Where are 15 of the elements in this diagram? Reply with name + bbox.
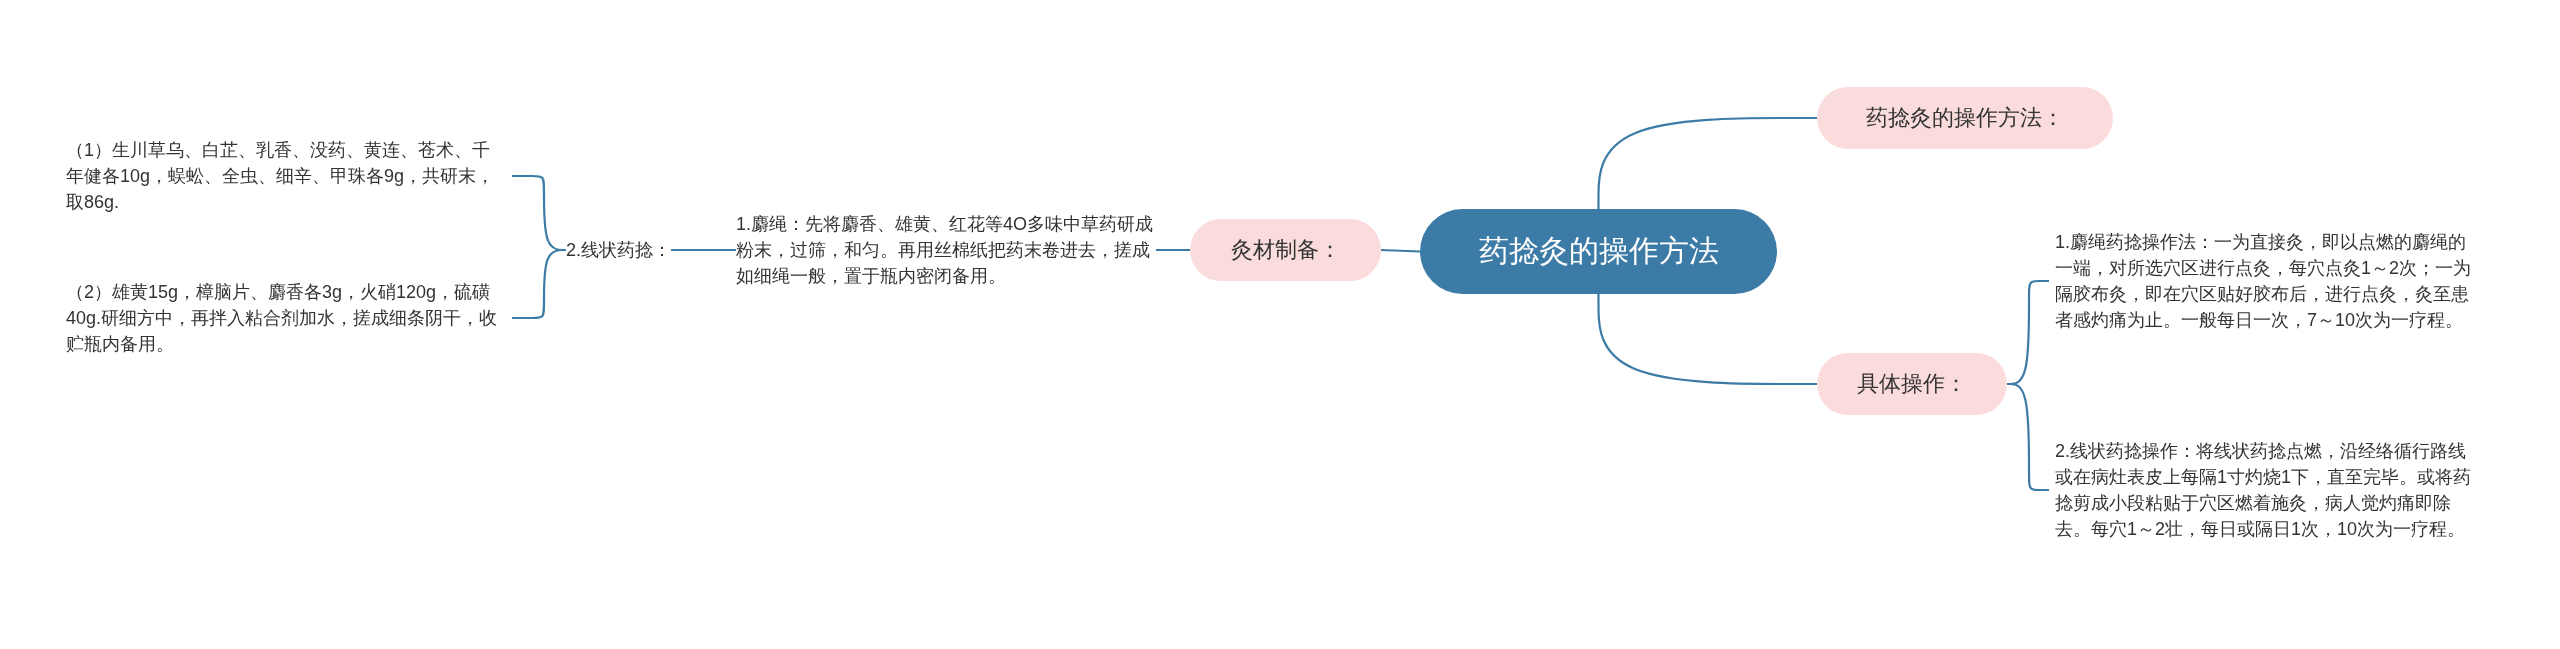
connector-line [1597, 294, 1817, 386]
central-topic: 药捻灸的操作方法 [1420, 209, 1777, 294]
connector-line [671, 248, 736, 252]
note-text: 1.麝绳药捻操作法：一为直接灸，即以点燃的麝绳的一端，对所选穴区进行点灸，每穴点灸1～2次；一为隔胶布灸，即在穴区贴好胶布后，进行点灸，灸至患者感灼痛为止。一般每日一次，7～10次为一疗程。 [2055, 229, 2475, 333]
note-text: 2.线状药捻： [566, 237, 671, 263]
connector-line [1597, 116, 1817, 209]
note-text: （2）雄黄15g，樟脑片、麝香各3g，火硝120g，硫磺40g.研细方中，再拌入粘合剂加水，搓成细条阴干，收贮瓶内备用。 [66, 279, 506, 357]
connector-line [1380, 248, 1421, 253]
note-text: 1.麝绳：先将麝香、雄黄、红花等4O多味中草药研成粉末，过筛，和匀。再用丝棉纸把药末卷进去，搓成如细绳一般，置于瓶内密闭备用。 [736, 211, 1156, 289]
note-text: （1）生川草乌、白芷、乳香、没药、黄连、苍术、千年健各10g，蜈蚣、全虫、细辛、甲珠各9g，共研末，取86g. [66, 137, 506, 215]
connector-line [1156, 248, 1190, 252]
topic-pill: 具体操作： [1817, 353, 2007, 415]
topic-pill: 药捻灸的操作方法： [1817, 87, 2113, 149]
note-text: 2.线状药捻操作：将线状药捻点燃，沿经络循行路线或在病灶表皮上每隔1寸灼烧1下，直至完毕。或将药捻剪成小段粘贴于穴区燃着施灸，病人觉灼痛即除去。每穴1～2壮，每日或隔日1次，10次为一疗程。 [2055, 438, 2475, 542]
topic-pill: 灸材制备： [1190, 219, 1381, 281]
